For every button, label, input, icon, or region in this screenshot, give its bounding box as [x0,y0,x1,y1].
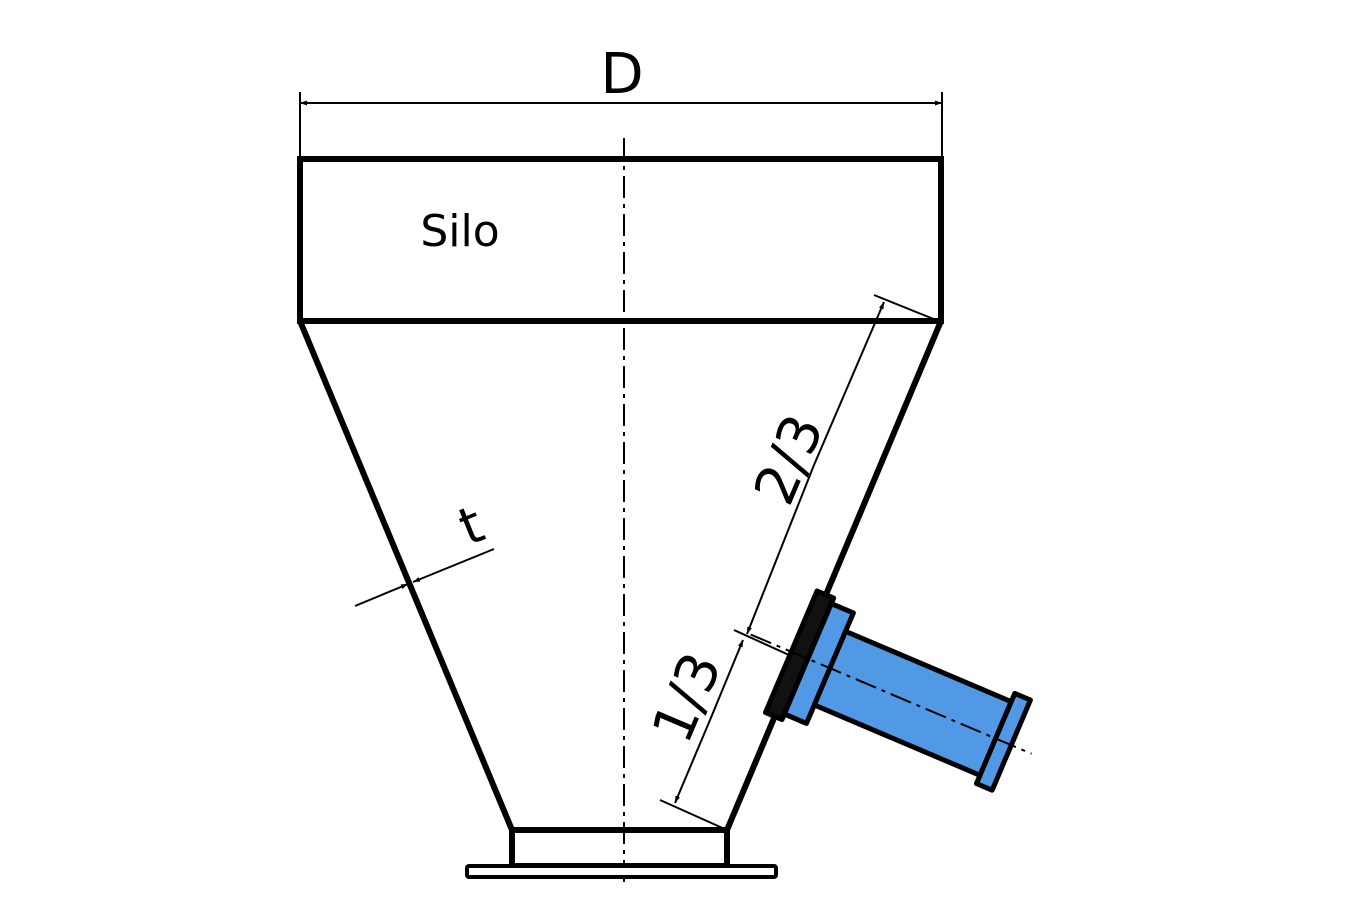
outlet-flange [465,864,778,879]
diameter-dimension: D [299,42,943,158]
diameter-label: D [600,42,643,107]
side-discharge-nozzle [750,588,1033,793]
upper-fraction-label: 2/3 [742,406,837,514]
silo-label: Silo [420,206,499,257]
wall-thickness-label: t [451,495,492,558]
silo-cylinder [297,156,944,324]
nozzle-centerline [750,633,1032,755]
position-dimension: 2/3 1/3 [640,294,942,831]
hopper-cone [297,319,944,833]
wall-thickness-dimension: t [354,495,495,607]
lower-fraction-label: 1/3 [640,644,735,752]
outlet-neck [509,827,730,869]
nozzle-pipe [811,628,1014,778]
